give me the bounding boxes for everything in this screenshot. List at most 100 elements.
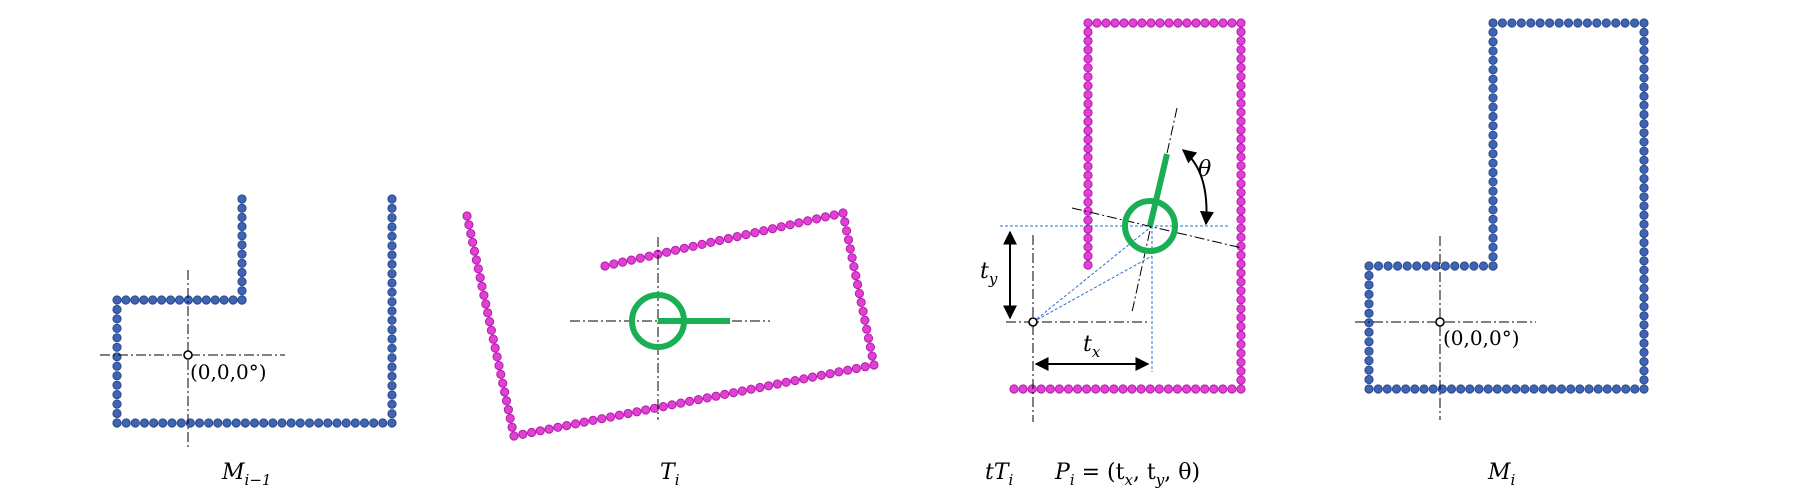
point-icon bbox=[1236, 125, 1246, 135]
point-icon bbox=[644, 251, 654, 261]
point-icon bbox=[862, 324, 872, 334]
point-icon bbox=[860, 362, 870, 372]
point-icon bbox=[469, 246, 480, 256]
point-icon bbox=[112, 408, 122, 419]
point-icon bbox=[1083, 224, 1093, 234]
point-icon bbox=[1488, 177, 1498, 187]
point-icon bbox=[1218, 18, 1228, 28]
point-icon bbox=[387, 418, 397, 428]
point-icon bbox=[1492, 384, 1502, 394]
point-icon bbox=[1601, 18, 1611, 28]
point-icon bbox=[341, 418, 351, 428]
point-icon bbox=[158, 418, 168, 428]
point-icon bbox=[1154, 384, 1164, 394]
point-icon bbox=[1639, 73, 1649, 83]
origin-marker-icon bbox=[1435, 317, 1445, 327]
point-icon bbox=[387, 194, 397, 204]
point-icon bbox=[1036, 384, 1046, 394]
point-icon bbox=[1083, 63, 1093, 73]
point-icon bbox=[387, 390, 397, 400]
point-icon bbox=[350, 418, 360, 428]
point-icon bbox=[1364, 318, 1374, 328]
point-icon bbox=[1083, 206, 1093, 216]
point-icon bbox=[1091, 384, 1101, 394]
point-icon bbox=[1083, 45, 1093, 55]
point-icon bbox=[378, 418, 388, 428]
point-icon bbox=[1488, 196, 1498, 206]
point-icon bbox=[1611, 384, 1622, 394]
point-icon bbox=[1191, 18, 1201, 28]
point-icon bbox=[706, 237, 716, 247]
point-icon bbox=[720, 389, 730, 399]
point-icon bbox=[1520, 384, 1530, 394]
point-icon bbox=[1101, 18, 1111, 28]
point-icon bbox=[1364, 337, 1374, 347]
point-icon bbox=[1083, 126, 1093, 136]
caption-scan: Ti bbox=[660, 460, 680, 489]
point-icon bbox=[1083, 143, 1093, 154]
point-icon bbox=[1639, 64, 1649, 74]
point-icon bbox=[697, 239, 707, 249]
point-icon bbox=[1402, 261, 1412, 271]
point-icon bbox=[387, 315, 397, 325]
point-icon bbox=[304, 418, 315, 428]
point-icon bbox=[387, 353, 397, 363]
point-icon bbox=[1488, 252, 1498, 262]
point-icon bbox=[562, 421, 572, 431]
point-icon bbox=[498, 378, 508, 388]
point-icon bbox=[1236, 366, 1246, 376]
point-icon bbox=[1639, 174, 1649, 184]
point-icon bbox=[1428, 384, 1438, 394]
point-icon bbox=[626, 255, 637, 265]
point-icon bbox=[475, 273, 485, 283]
point-icon bbox=[1236, 170, 1246, 180]
point-icon bbox=[112, 380, 122, 390]
point-icon bbox=[359, 418, 370, 428]
point-icon bbox=[803, 216, 813, 226]
point-icon bbox=[1474, 384, 1484, 394]
point-icon bbox=[323, 418, 333, 428]
point-icon bbox=[387, 306, 397, 316]
panel-map-previous: (0,0,0°) Mi−1 bbox=[100, 194, 397, 489]
point-icon bbox=[295, 418, 305, 428]
point-icon bbox=[1593, 384, 1603, 394]
point-icon bbox=[112, 361, 122, 371]
point-icon bbox=[1535, 18, 1545, 28]
point-icon bbox=[1602, 384, 1612, 394]
point-icon bbox=[1488, 205, 1498, 215]
point-icon bbox=[1083, 117, 1093, 127]
point-icon bbox=[332, 418, 342, 428]
point-icon bbox=[1630, 18, 1640, 28]
point-icon bbox=[1488, 186, 1498, 196]
point-icon bbox=[1639, 238, 1649, 248]
point-icon bbox=[387, 213, 397, 223]
point-icon bbox=[856, 297, 866, 307]
point-icon bbox=[614, 410, 625, 420]
point-icon bbox=[1488, 65, 1498, 75]
point-icon bbox=[1465, 384, 1475, 394]
point-icon bbox=[1083, 108, 1093, 118]
caption-map-previous: Mi−1 bbox=[221, 460, 271, 489]
point-icon bbox=[1083, 161, 1093, 171]
point-icon bbox=[240, 418, 250, 428]
point-icon bbox=[649, 403, 660, 413]
point-icon bbox=[121, 295, 131, 305]
point-icon bbox=[1529, 384, 1539, 394]
point-icon bbox=[1639, 329, 1649, 339]
point-icon bbox=[1488, 167, 1498, 178]
point-icon bbox=[1181, 384, 1192, 394]
point-icon bbox=[1488, 139, 1498, 150]
point-icon bbox=[1364, 356, 1374, 366]
point-icon bbox=[112, 371, 122, 381]
point-icon bbox=[1218, 384, 1228, 394]
point-icon bbox=[1373, 261, 1384, 271]
point-icon bbox=[1446, 384, 1457, 394]
point-icon bbox=[387, 203, 397, 213]
origin-marker-icon bbox=[183, 350, 193, 360]
point-icon bbox=[1083, 18, 1093, 28]
point-icon bbox=[1373, 384, 1383, 394]
caption-map-updated: Mi bbox=[1487, 460, 1516, 489]
point-icon bbox=[1073, 384, 1083, 394]
point-icon bbox=[1410, 384, 1420, 394]
